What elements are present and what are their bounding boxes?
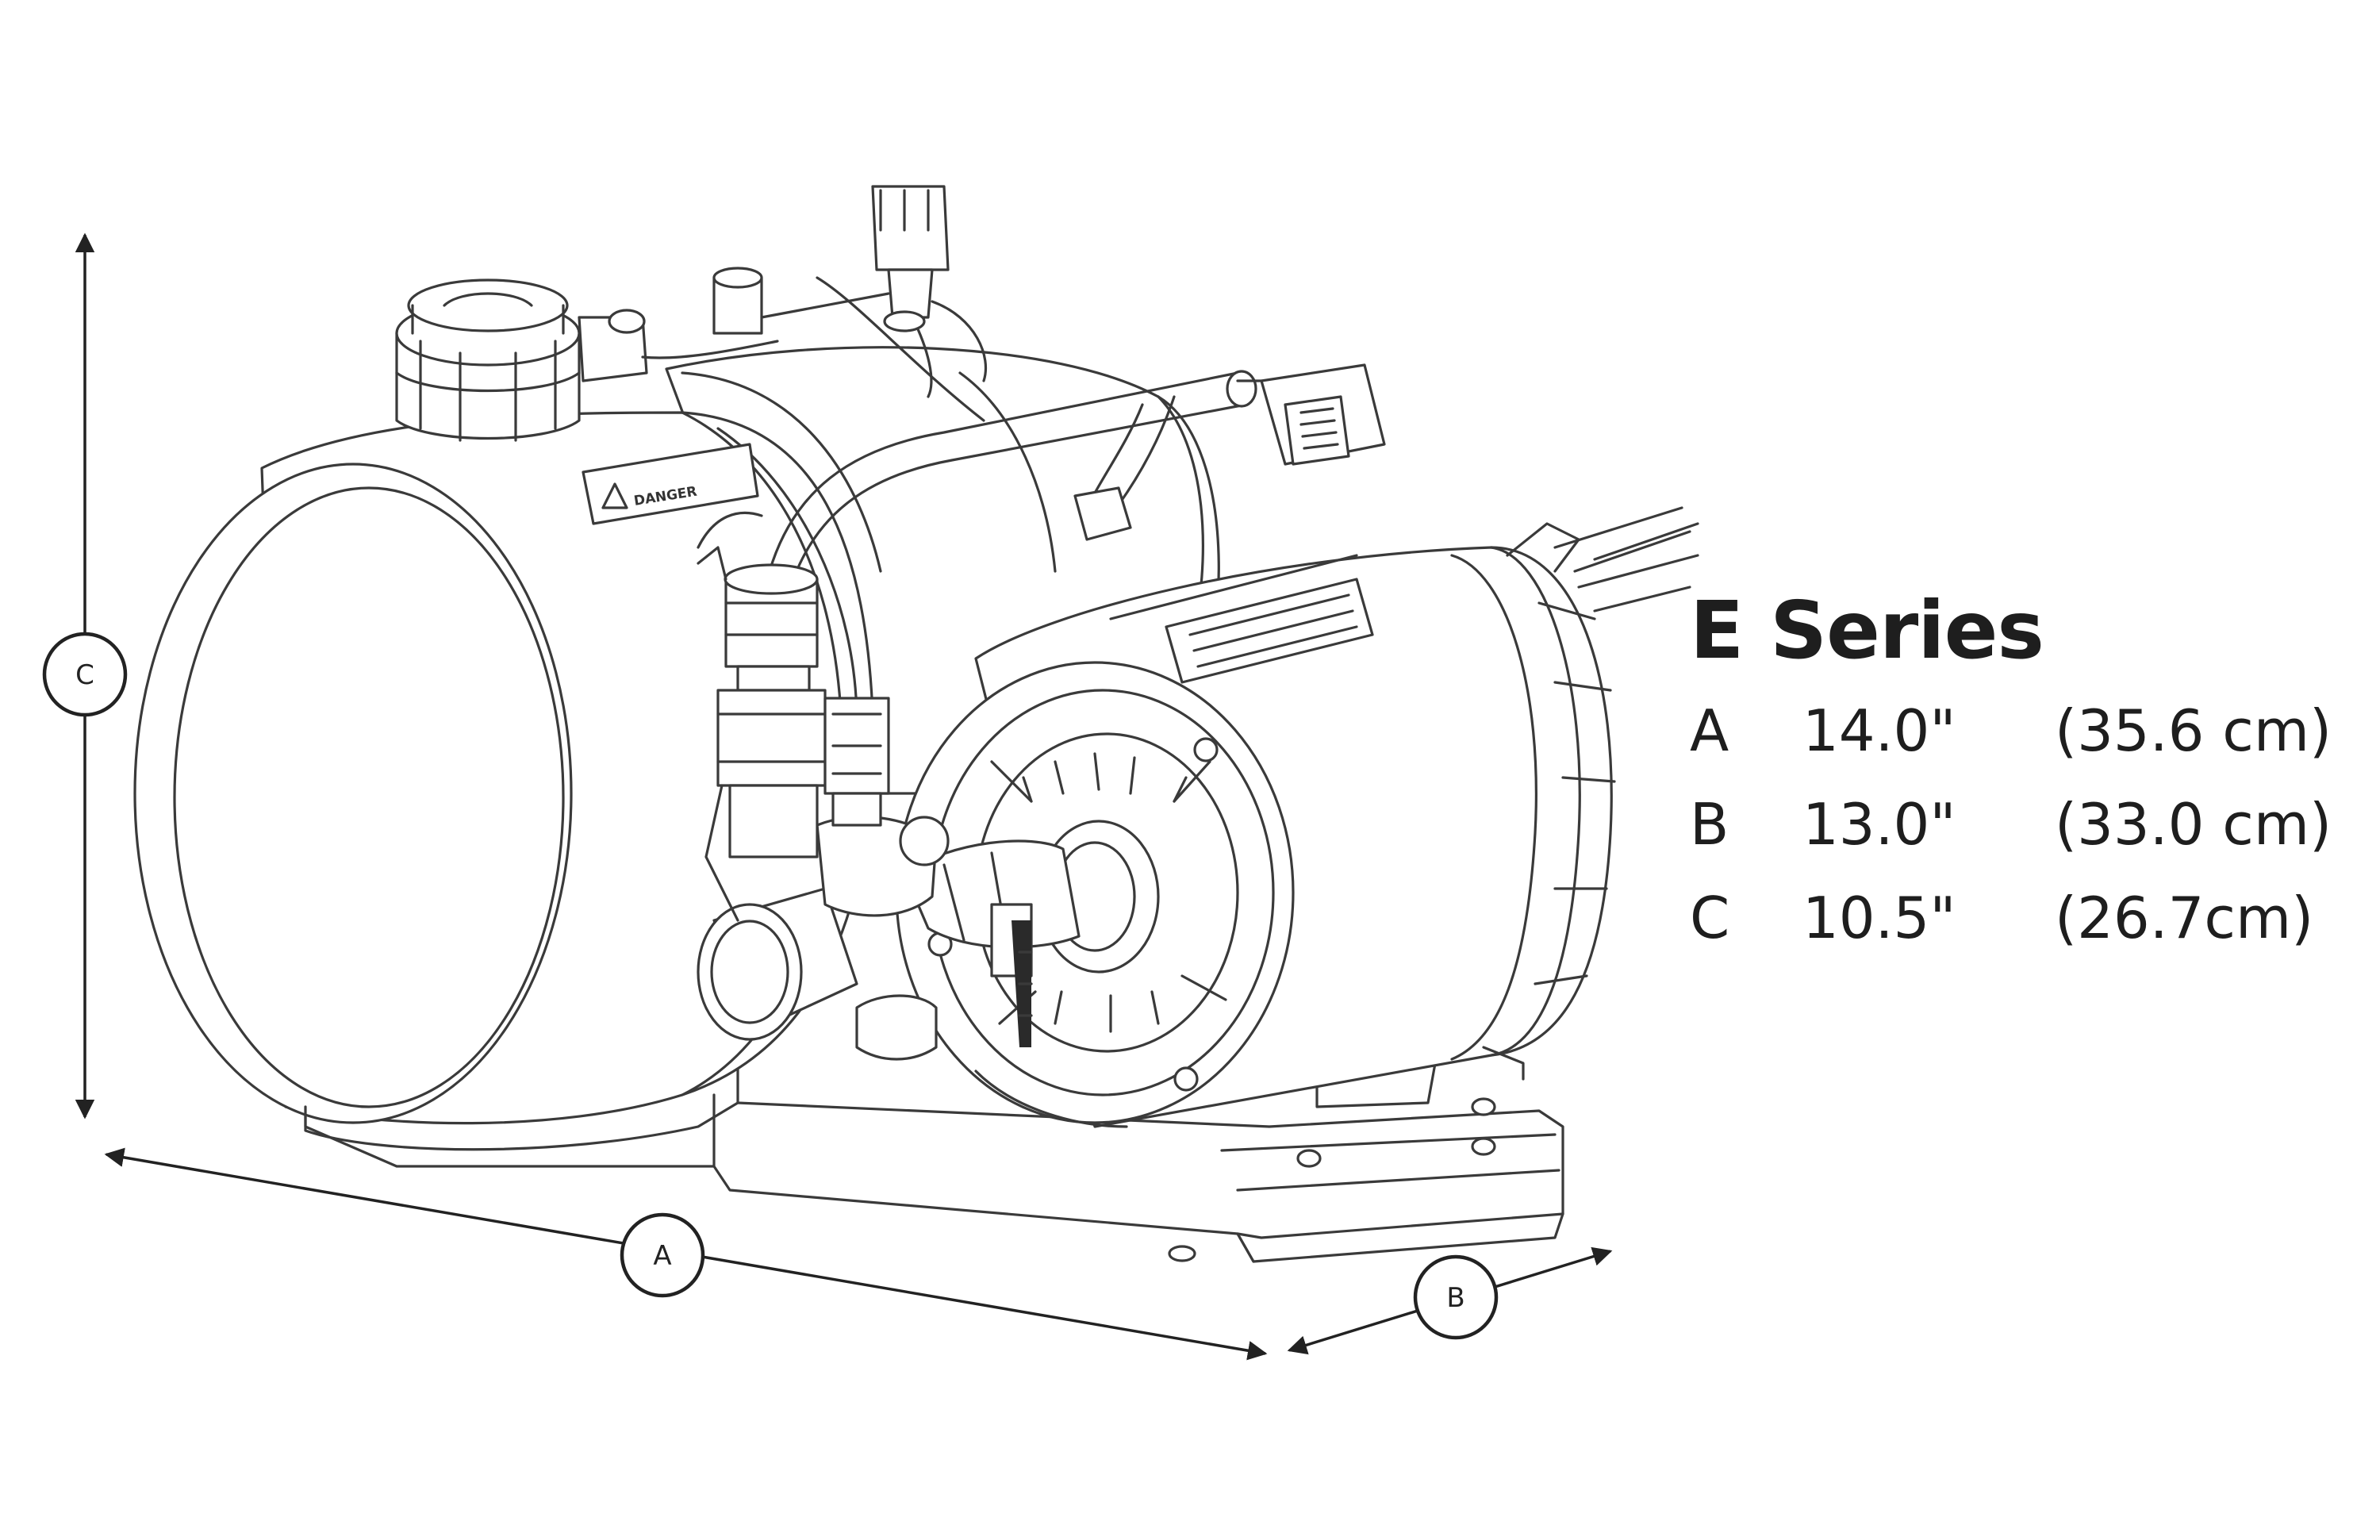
dimension-spec-panel: E Series A 14.0" (35.6 cm) B 13.0" (33.0… (1690, 587, 2372, 965)
dimension-inches: 10.5" (1802, 885, 1956, 951)
warning-label: DANGER (582, 443, 759, 525)
discharge-hose (768, 370, 1257, 581)
pump-illustration: DANGER (133, 185, 1699, 1263)
dimension-letter: C (1690, 885, 1730, 951)
inlet-port (697, 816, 950, 1061)
callout-a-label: A (653, 1240, 671, 1272)
dimension-metric: (33.0 cm) (2055, 791, 2332, 858)
dimension-metric: (35.6 cm) (2055, 697, 2332, 764)
pump-head (895, 661, 1295, 1128)
dimension-a-length: A (104, 1147, 1268, 1361)
callout-b-bubble (1413, 1254, 1499, 1340)
dimension-letter: A (1690, 697, 1729, 764)
callout-c-bubble (42, 632, 128, 717)
callout-b-label: B (1446, 1282, 1464, 1314)
dimension-inches: 14.0" (1802, 697, 1956, 764)
check-valve-fittings (697, 511, 890, 922)
dimension-row-b: B 13.0" (33.0 cm) (1690, 778, 2372, 871)
fill-cap (395, 278, 648, 442)
dimension-letter: B (1690, 791, 1729, 858)
dimension-inches: 13.0" (1802, 791, 1956, 858)
electrical-connector (1236, 363, 1386, 466)
dimension-b-width: B (1287, 1246, 1613, 1355)
dimension-row-c: C 10.5" (26.7cm) (1690, 871, 2372, 965)
dimension-metric: (26.7cm) (2055, 885, 2314, 951)
upper-plumbing (641, 185, 988, 422)
dimension-c-vertical: C (42, 232, 128, 1119)
callout-a-bubble (620, 1212, 705, 1298)
callout-c-label: C (75, 659, 94, 691)
series-title: E Series (1690, 584, 2044, 677)
dimension-row-a: A 14.0" (35.6 cm) (1690, 684, 2372, 778)
